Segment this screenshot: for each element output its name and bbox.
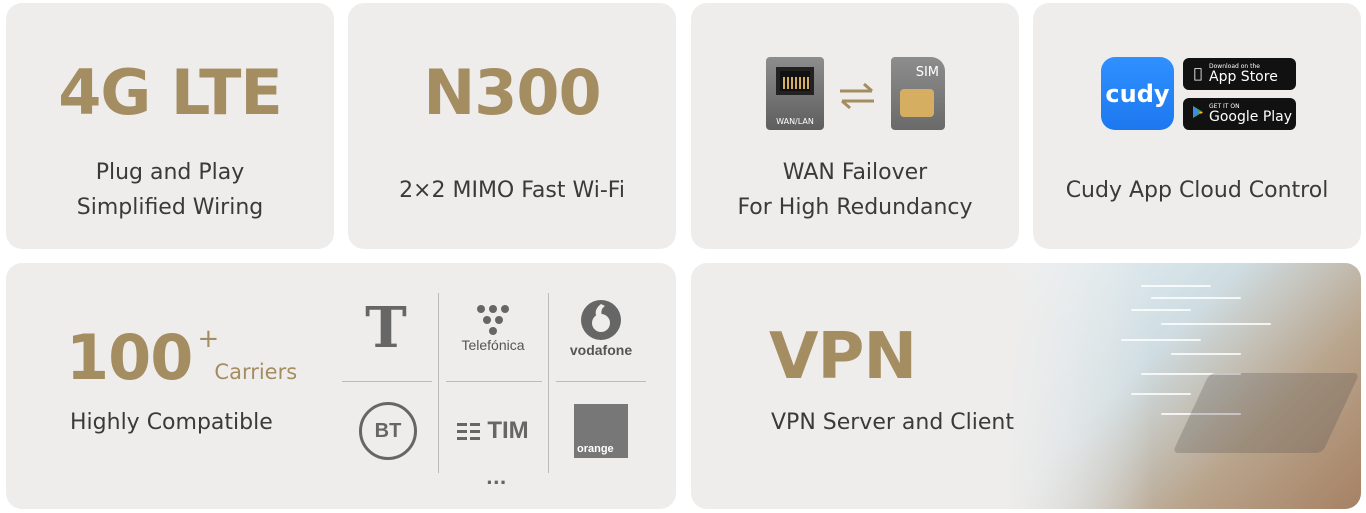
telekom-logo: T: [336, 288, 436, 368]
orange-text: orange: [577, 443, 614, 455]
vpn-title: VPN: [769, 320, 917, 394]
bt-logo: BT: [338, 391, 438, 471]
wan-line1: WAN Failover: [782, 160, 928, 185]
app-line1: Cudy App Cloud Control: [1065, 178, 1329, 203]
lte-line1: Plug and Play: [95, 160, 245, 185]
gplay-large-text: Google Play: [1209, 109, 1293, 125]
ethernet-port-icon: WAN/LAN: [766, 57, 824, 130]
vodafone-logo: vodafone: [551, 288, 651, 368]
arrows-swap-icon: [836, 81, 878, 111]
sim-chip: [900, 89, 934, 117]
vodafone-icon: [581, 300, 621, 340]
port-label: WAN/LAN: [776, 117, 814, 126]
grid-divider: [548, 293, 549, 473]
feature-card-n300: N300 2×2 MIMO Fast Wi-Fi: [348, 3, 676, 249]
feature-card-vpn: VPN VPN Server and Client: [691, 263, 1361, 509]
tim-bars-icon: [457, 423, 481, 440]
vpn-line1: VPN Server and Client: [771, 410, 1014, 435]
vodafone-text: vodafone: [569, 342, 633, 358]
carriers-label: Carriers: [214, 360, 298, 384]
google-play-icon: [1187, 105, 1209, 123]
telefonica-text: Telefónica: [461, 337, 525, 353]
n300-title: N300: [423, 56, 601, 129]
grid-divider: [342, 381, 432, 382]
carriers-plus: +: [197, 324, 220, 354]
n300-line1: 2×2 MIMO Fast Wi-Fi: [399, 178, 625, 203]
feature-card-wan-failover: WAN/LAN SIM WAN Failover For High Redund…: [691, 3, 1019, 249]
laptop-shape: [1172, 373, 1360, 453]
feature-card-carriers: 100 + Carriers Highly Compatible T Telef…: [6, 263, 676, 509]
grid-divider: [438, 293, 439, 473]
telekom-text: T: [365, 295, 407, 361]
telefonica-logo: Telefónica: [443, 288, 543, 368]
feature-card-cudy-app: cudy  Download on the App Store GET IT …: [1033, 3, 1361, 249]
orange-logo: orange: [551, 391, 651, 471]
lte-title: 4G LTE: [58, 56, 283, 129]
tim-text: TIM: [487, 417, 529, 444]
feature-card-4g-lte: 4G LTE Plug and Play Simplified Wiring: [6, 3, 334, 249]
carriers-line1: Highly Compatible: [70, 410, 273, 435]
grid-divider: [446, 381, 542, 382]
telefonica-dots-icon: [477, 305, 509, 335]
appstore-large-text: App Store: [1209, 69, 1278, 85]
carriers-count: 100: [66, 321, 193, 394]
gplay-small-text: GET IT ON: [1209, 103, 1240, 110]
wan-line2: For High Redundancy: [737, 195, 973, 220]
sim-card-icon: SIM: [891, 57, 945, 130]
app-store-badge[interactable]:  Download on the App Store: [1183, 58, 1296, 90]
appstore-small-text: Download on the: [1209, 63, 1260, 70]
more-carriers-ellipsis: ...: [486, 468, 507, 489]
tim-logo: TIM: [443, 391, 543, 471]
grid-divider: [556, 381, 646, 382]
laptop-coding-image: [1001, 263, 1361, 509]
google-play-badge[interactable]: GET IT ON Google Play: [1183, 98, 1296, 130]
sim-label: SIM: [915, 65, 939, 80]
apple-icon: : [1187, 66, 1209, 82]
cudy-logo: cudy: [1101, 57, 1174, 130]
lte-line2: Simplified Wiring: [76, 195, 264, 220]
bt-text: BT: [374, 419, 402, 442]
